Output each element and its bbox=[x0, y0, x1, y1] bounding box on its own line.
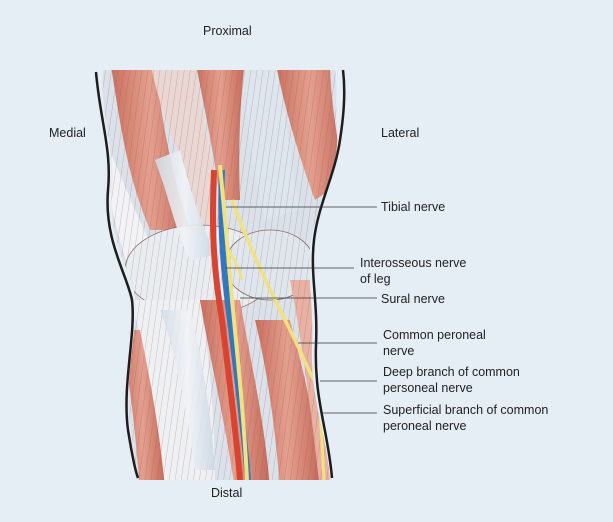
superficial-branch-label-line2: peroneal nerve bbox=[383, 419, 467, 433]
deep-branch-label-line1: Deep branch of common bbox=[383, 365, 520, 379]
sural-nerve-label: Sural nerve bbox=[381, 292, 445, 306]
common-peroneal-label-line2: nerve bbox=[383, 344, 415, 358]
lateral-outline bbox=[311, 69, 346, 479]
proximal-label: Proximal bbox=[203, 24, 252, 38]
medial-outline bbox=[94, 71, 140, 479]
lateral-label: Lateral bbox=[381, 126, 420, 140]
tibial-nerve-label: Tibial nerve bbox=[381, 200, 446, 214]
deep-branch-label-line2: personeal nerve bbox=[383, 381, 473, 395]
medial-label: Medial bbox=[49, 126, 86, 140]
leader-lines bbox=[226, 206, 377, 414]
common-peroneal-label-line1: Common peroneal bbox=[383, 328, 486, 342]
interosseous-nerve-label-line2: of leg bbox=[360, 272, 391, 286]
interosseous-nerve-label-line1: Interosseous nerve bbox=[360, 256, 467, 270]
distal-label: Distal bbox=[211, 486, 243, 500]
superficial-branch-label-line1: Superficial branch of common bbox=[383, 403, 549, 417]
leg-tissue bbox=[102, 70, 338, 480]
